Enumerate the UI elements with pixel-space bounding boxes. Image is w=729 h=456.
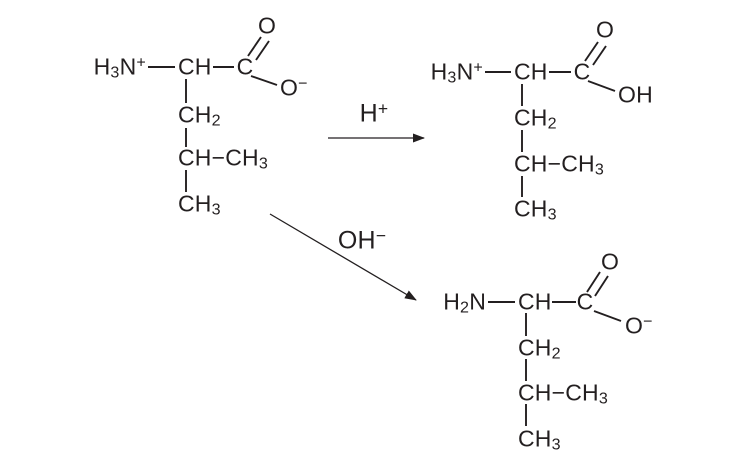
formula-part: H (443, 288, 461, 315)
zwitterion-bond-c-o-single (250, 75, 278, 86)
formula-part: C (236, 53, 254, 80)
formula-part: CH−CH (514, 150, 595, 177)
anion-delta-ch3: CH3 (518, 425, 561, 454)
zwitterion-gamma-ch-ch3: CH−CH3 (178, 144, 269, 173)
formula-part: CH (514, 104, 548, 131)
cation-bond-c-o-double-1 (584, 41, 599, 62)
formula-part: CH (178, 53, 212, 80)
zwitterion-bond-c-o-double-2 (255, 40, 270, 61)
formula-part: + (377, 98, 389, 119)
formula-part: 3 (211, 200, 221, 219)
formula-part: 2 (211, 111, 221, 130)
zwitterion-amine-group: H3N+ (93, 53, 146, 82)
formula-part: CH−CH (518, 379, 599, 406)
formula-part: 2 (460, 298, 470, 317)
formula-part: O (257, 12, 277, 39)
cation-beta-ch2: CH2 (514, 104, 557, 133)
formula-part: CH−CH (178, 144, 259, 171)
formula-part: CH (178, 190, 212, 217)
cation-bond-c-oh-single (587, 80, 616, 92)
anion-carboxylate-oxygen: O− (625, 312, 653, 339)
anion-bond-c-o-double-1 (586, 271, 601, 293)
formula-part: CH (514, 195, 548, 222)
formula-part: N (469, 288, 486, 315)
formula-part: − (298, 74, 308, 93)
formula-part: 3 (551, 435, 561, 454)
anion-bonds (488, 271, 622, 426)
cation-carbonyl-oxygen: O (595, 16, 615, 43)
formula-part: 3 (110, 63, 120, 82)
formula-part: − (375, 225, 387, 246)
formula-part: 3 (594, 160, 605, 179)
hydroxide-arrow (269, 213, 417, 301)
formula-part: CH (518, 288, 552, 315)
zwitterion-carboxyl-carbon: C (236, 53, 254, 80)
formula-part: C (576, 288, 594, 315)
cation-gamma-ch-ch3: CH−CH3 (514, 150, 605, 179)
formula-part: + (136, 53, 146, 72)
zwitterion-carbonyl-oxygen: O (257, 12, 277, 39)
formula-part: O (280, 74, 299, 101)
cation-bond-c-o-double-2 (592, 45, 607, 66)
zwitterion-beta-ch2: CH2 (178, 101, 221, 130)
anion-amine-group: H2N (443, 288, 486, 317)
anion-carbonyl-oxygen: O (600, 248, 620, 275)
anion-bond-c-o-single (593, 310, 622, 322)
cation-carboxyl-carbon: C (573, 58, 591, 85)
formula-part: 3 (258, 154, 269, 173)
cation-alpha-carbon: CH (514, 58, 548, 85)
formula-part: OH (337, 226, 376, 255)
formula-part: OH (618, 81, 653, 108)
formula-part: H (359, 99, 378, 128)
formula-part: N (119, 53, 137, 80)
anion-beta-ch2: CH2 (518, 334, 561, 363)
formula-part: 2 (551, 344, 561, 363)
formula-part: O (595, 16, 615, 43)
formula-part: O (600, 248, 620, 275)
formula-part: + (473, 58, 483, 77)
formula-part: N (456, 58, 474, 85)
formula-part: 3 (598, 389, 609, 408)
zwitterion-carboxylate-oxygen: O− (280, 74, 308, 101)
formula-part: CH (518, 334, 552, 361)
anion-alpha-carbon: CH (518, 288, 552, 315)
anion-gamma-ch-ch3: CH−CH3 (518, 379, 609, 408)
formula-part: CH (178, 101, 212, 128)
protonation-reagent-label: H+ (359, 99, 389, 128)
formula-part: − (643, 312, 653, 331)
cation-hydroxyl-group: OH (618, 81, 653, 108)
cation-bonds (485, 41, 616, 197)
formula-part: H (93, 53, 111, 80)
formula-part: 2 (547, 114, 557, 133)
cation-amine-group: H3N+ (430, 58, 483, 87)
anion-carboxyl-carbon: C (576, 288, 594, 315)
formula-part: CH (518, 425, 552, 452)
hydroxide-reagent-label: OH− (337, 226, 386, 255)
cation-delta-ch3: CH3 (514, 195, 557, 224)
formula-part: H (430, 58, 448, 85)
zwitterion-bonds (148, 36, 278, 192)
formula-part: O (625, 312, 644, 339)
anion-bond-c-o-double-2 (594, 275, 609, 297)
formula-part: 3 (447, 68, 457, 87)
zwitterion-bond-c-o-double-1 (247, 36, 262, 57)
zwitterion-alpha-carbon: CH (178, 53, 212, 80)
formula-part: C (573, 58, 591, 85)
formula-part: 3 (547, 205, 557, 224)
formula-part: CH (514, 58, 548, 85)
zwitterion-delta-ch3: CH3 (178, 190, 221, 219)
